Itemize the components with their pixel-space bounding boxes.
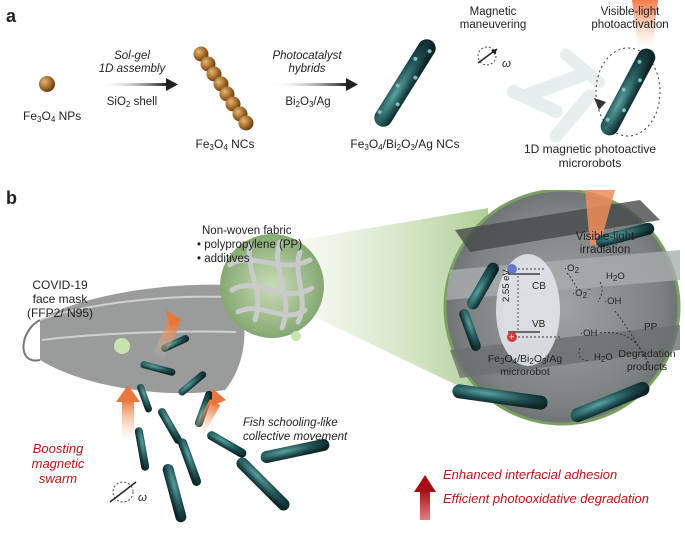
magnetic-rotation-icon-b	[112, 481, 134, 503]
magnetic-rotation-icon	[477, 46, 497, 66]
zoom-robot-label: Fe3O4/Bi2O3/Ag microrobot	[478, 353, 572, 379]
zoom-rod-5	[459, 309, 481, 351]
fe3o4-nanochain	[193, 46, 254, 131]
panel-a-graphics	[39, 0, 661, 143]
fabric-fibers	[227, 239, 315, 331]
legend-line-2: Efficient photooxidative degradation	[443, 491, 649, 506]
fabric-particle	[291, 331, 301, 341]
fabric-title: Non-woven fabric	[202, 225, 292, 237]
hybrid-nanochain	[374, 39, 436, 127]
boost-arrow-1-head	[116, 385, 140, 402]
h2o-top-label: H2O	[606, 271, 625, 283]
boost-label-line-2: magnetic	[31, 456, 85, 471]
electron	[507, 264, 517, 274]
boost-arrow-3-head	[212, 388, 226, 406]
robot-label-line-1: 1D magnetic photoactive	[523, 142, 657, 156]
legend-arrow-shaft	[420, 490, 430, 520]
boost-arrow-3-shaft	[191, 399, 221, 437]
hole-sign: +	[509, 332, 514, 342]
visible-label-a: Visible-light photoactivation	[585, 6, 675, 32]
zoom-rod-4	[570, 381, 650, 423]
hole	[507, 332, 517, 342]
magnetic-label-line-2: maneuvering	[459, 19, 527, 31]
fish-label-line-2: collective movement	[243, 431, 348, 443]
step-1-top-line-1: Sol-gel	[114, 50, 150, 62]
fe3o4-nanoparticle	[39, 76, 55, 92]
magnetic-label-line-1: Magnetic	[469, 6, 517, 18]
rotation-path	[595, 47, 661, 137]
omega-b: ω	[138, 492, 147, 504]
boost-label-line-1: Boosting	[32, 441, 84, 456]
oh-mid-label: ·OH	[580, 328, 598, 339]
cb-label: CB	[532, 281, 546, 292]
visible-label-line-1: Visible-light	[600, 6, 660, 18]
nc-label: Fe3O4 NCs	[195, 137, 255, 152]
magnetic-label: Magnetic maneuvering	[453, 6, 533, 32]
zoom-rod-3	[452, 384, 548, 410]
photoactive-microrobot	[600, 48, 656, 136]
products-label-line-2: products	[626, 361, 668, 373]
fabric-item-2: • additives	[197, 253, 250, 265]
mask-label-line-1: COVID-19	[32, 278, 88, 292]
step-1-top-line-2: 1D assembly	[98, 63, 166, 75]
products-label-line-1: Degradation	[618, 348, 676, 360]
o2-label: ·O2	[564, 263, 580, 275]
robot-label-line-2: microrobots	[558, 156, 622, 170]
panel-a-letter: a	[6, 6, 17, 26]
step-2-bottom: Bi2O3/Ag	[285, 96, 331, 109]
o2-arrow	[566, 272, 581, 291]
fabric-item-2-text: additives	[204, 253, 250, 265]
hybrid-label: Fe3O4/Bi2O3/Ag NCs	[350, 137, 460, 152]
irradiation-label-line-2: irradiation	[579, 244, 631, 256]
vb-label: VB	[532, 319, 546, 330]
mask-label-line-3: (FFP2/ N95)	[26, 306, 93, 320]
fabric-item-1: • polypropylene (PP)	[197, 239, 303, 251]
mask-label-line-2: face mask	[32, 292, 88, 306]
zoom-rod-1	[467, 262, 499, 310]
o2-radical-label: ·O2−	[572, 287, 592, 301]
irradiation-beam	[585, 190, 615, 245]
ghost-microrobots	[506, 48, 605, 143]
step-1-bottom: SiO2 shell	[106, 96, 158, 109]
mask-spot	[114, 338, 130, 354]
products-label: Degradation products	[612, 348, 682, 374]
boost-label: Boosting magnetic swarm	[18, 441, 98, 486]
boost-arrow-2-head	[166, 310, 182, 328]
zoom-robot-label-line-2: microrobot	[500, 366, 550, 378]
zoom-cone	[300, 208, 488, 400]
panel-b-letter: b	[6, 188, 17, 208]
robot-label: 1D magnetic photoactive microrobots	[515, 142, 665, 170]
gap-label: 2.55 eV	[501, 269, 512, 302]
fish-label: Fish schooling-like collective movement	[243, 416, 347, 444]
fabric-item-1-text: polypropylene (PP)	[204, 239, 303, 251]
legend-arrow-head	[414, 475, 436, 492]
omega-a: ω	[502, 58, 511, 70]
oh-top-label: ·OH	[604, 296, 622, 307]
visible-light-beam	[632, 0, 658, 48]
magnetic-field-arrow-b	[109, 481, 137, 503]
irradiation-label-line-1: Visible-light	[575, 231, 635, 243]
step-1-top: Sol-gel 1D assembly	[97, 50, 167, 76]
boost-label-line-3: swarm	[38, 471, 78, 486]
arrow-1-head	[166, 78, 178, 91]
boost-arrow-1-shaft	[122, 400, 134, 440]
mask-label: COVID-19 face mask (FFP2/ N95)	[20, 278, 100, 320]
np-label: Fe3O4 NPs	[23, 109, 82, 124]
arrow-2-shaft	[270, 83, 346, 86]
rotation-arrow	[594, 98, 606, 110]
h2o-bottom-label: H2O	[594, 352, 613, 364]
boost-arrow-2-shaft	[152, 319, 180, 361]
fish-label-line-1: Fish schooling-like	[243, 417, 338, 429]
arrow-2-head	[346, 78, 358, 91]
panel-b-graphics: +	[22, 190, 681, 523]
irradiation-label: Visible-light irradiation	[565, 231, 645, 257]
face-mask	[22, 284, 245, 394]
zoom-rod-2	[595, 222, 655, 248]
arrow-1-shaft	[98, 83, 166, 86]
visible-label-line-2: photoactivation	[591, 19, 669, 31]
legend-line-1: Enhanced interfacial adhesion	[443, 467, 618, 482]
pp-label: PP	[644, 322, 658, 333]
